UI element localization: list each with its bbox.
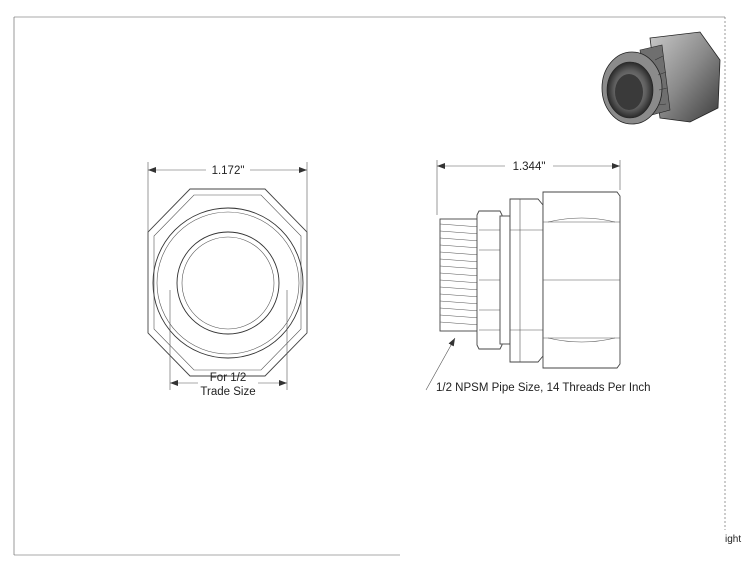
outer-ring (152, 207, 304, 359)
bore-inner (181, 236, 275, 330)
hex-outline (147, 188, 308, 377)
thread-crest (439, 314, 481, 319)
thread-crest (439, 223, 481, 228)
ring-edge (156, 211, 300, 355)
trade-size-dimension: For 1/2 Trade Size (169, 290, 288, 398)
thread-crest (439, 321, 481, 326)
thread-crest (439, 293, 481, 298)
trade-size-label-line1: For 1/2 (210, 372, 246, 384)
corner-text: ight (725, 534, 741, 545)
thread-crest (439, 251, 481, 256)
thread-crest (439, 286, 481, 291)
side-view: 1.344" 1/2 NPSM Pipe Size, 14 Threads Pe… (425, 160, 651, 394)
width-dimension: 1.172" (147, 162, 308, 232)
width-dimension-text: 1.172" (212, 165, 245, 177)
hex-body (542, 191, 621, 369)
trade-size-label-line2: Trade Size (200, 386, 255, 398)
thread-crest (439, 272, 481, 277)
isometric-fitting-image (601, 31, 721, 125)
thread-crest (439, 258, 481, 263)
threaded-section (439, 218, 481, 332)
sheet-border (13, 16, 726, 556)
thread-crest (439, 300, 481, 305)
bore-outer (176, 231, 280, 335)
thread-note-text: 1/2 NPSM Pipe Size, 14 Threads Per Inch (436, 382, 651, 394)
thread-crest (439, 244, 481, 249)
length-dimension: 1.344" (436, 160, 621, 215)
thread-crest (439, 265, 481, 270)
thread-crest (439, 230, 481, 235)
length-dimension-text: 1.344" (513, 161, 546, 173)
front-view: 1.172" For 1/2 Trade Size (147, 162, 308, 398)
thread-note: 1/2 NPSM Pipe Size, 14 Threads Per Inch (425, 337, 651, 394)
lock-nut (476, 210, 511, 350)
hex-inner-outline (153, 194, 302, 371)
thread-crest (439, 307, 481, 312)
flange (509, 198, 544, 363)
thread-crest (439, 237, 481, 242)
thread-crest (439, 279, 481, 284)
